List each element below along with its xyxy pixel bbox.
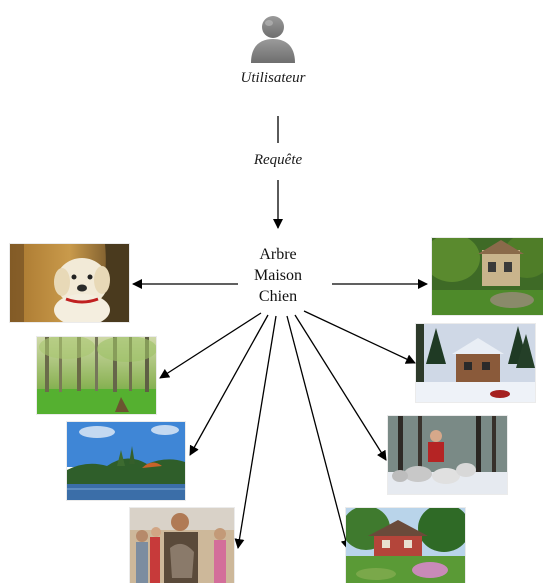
user-label: Utilisateur: [240, 70, 306, 86]
query-label: Requête: [253, 152, 303, 168]
keyword-item: Chien: [258, 288, 298, 305]
lake-photo: [67, 422, 185, 500]
arrow-to-lake: [189, 314, 269, 456]
keyword-list: Arbre Maison Chien: [238, 244, 318, 307]
arrow-to-cabin: [303, 310, 416, 364]
forest-photo: [37, 337, 156, 414]
house-garden-photo: [346, 508, 465, 583]
arrow-to-people: [234, 315, 277, 549]
arrow-to-forest: [159, 312, 262, 379]
arrow-to-sled: [294, 314, 387, 461]
keyword-item: Maison: [254, 267, 302, 284]
keyword-item: Arbre: [259, 246, 297, 263]
dog-photo: [10, 244, 129, 322]
arrow-to-garden: [286, 315, 351, 550]
user-silhouette-icon: [248, 11, 298, 63]
snowy-cabin-photo: [416, 324, 535, 402]
sled-dogs-photo: [388, 416, 507, 494]
people-photo: [130, 508, 234, 583]
house-in-trees-photo: [432, 238, 543, 315]
